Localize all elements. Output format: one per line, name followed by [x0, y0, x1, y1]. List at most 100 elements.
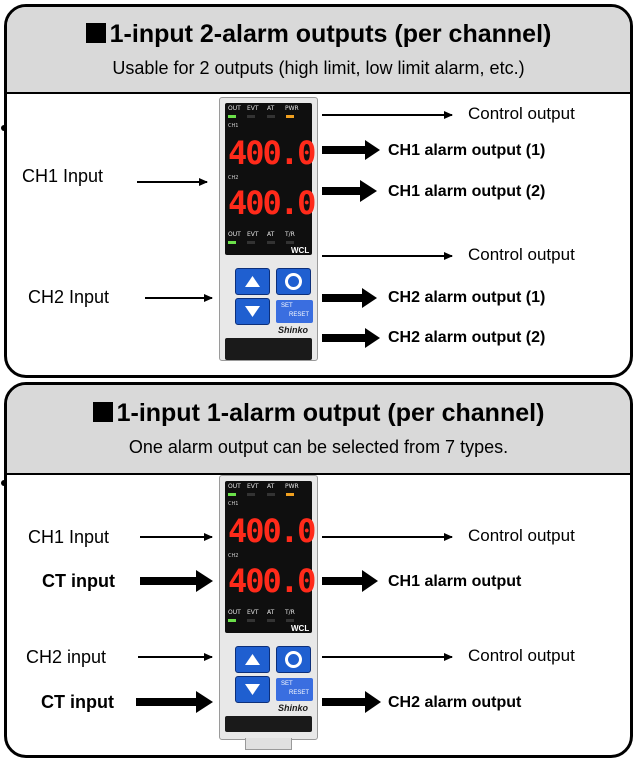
out-led-icon [228, 619, 236, 622]
marker-dot [1, 125, 7, 131]
ch1-label: CH1 [228, 501, 239, 507]
at-led-icon [267, 241, 275, 244]
indicator-label-evt: EVT [247, 231, 259, 238]
pwr-led-icon [286, 493, 294, 496]
panel-subtitle: One alarm output can be selected from 7 … [128, 437, 509, 457]
arrow-up-icon [245, 276, 260, 287]
down-button[interactable] [235, 298, 270, 325]
out-led-icon [228, 241, 236, 244]
terminal-block [225, 338, 312, 360]
tr-led-icon [286, 241, 294, 244]
indicator-label-evt: EVT [247, 609, 259, 616]
mode-button[interactable] [276, 268, 311, 295]
out-led-icon [228, 115, 236, 118]
ch1-input-label: CH1 Input [28, 527, 110, 547]
at-led-icon [267, 493, 275, 496]
down-button[interactable] [235, 676, 270, 703]
arrow-down-icon [245, 306, 260, 317]
up-button[interactable] [235, 268, 270, 295]
panel-header: 1-input 2-alarm outputs (per channel) Us… [7, 7, 630, 94]
ch2-input-label: CH2 Input [28, 287, 110, 307]
square-bullet-icon [92, 402, 113, 422]
brand-logo: Shinko [278, 325, 309, 335]
indicator-label-at: AT [267, 483, 275, 490]
ch1-alarm-2-arrow [322, 180, 377, 202]
panel-subtitle: Usable for 2 outputs (high limit, low li… [112, 58, 525, 78]
square-bullet-icon [85, 23, 106, 43]
ch2-label: CH2 [228, 175, 239, 181]
pwr-led-icon [286, 115, 294, 118]
ch1-alarm-1-arrow [322, 140, 380, 160]
ct-input-1-arrow [140, 570, 213, 592]
ch2-display-value: 400.0 [228, 562, 316, 600]
control-output-label: Control output [468, 104, 575, 123]
ct-input-2-arrow [136, 691, 213, 713]
up-button[interactable] [235, 646, 270, 673]
at-led-icon [267, 619, 275, 622]
ch1-alarm-output-label: CH1 alarm output [388, 573, 522, 590]
model-label: WCL [291, 624, 310, 633]
out-led-icon [228, 493, 236, 496]
device-display-panel: OUT EVT AT PWR CH1 400.0 CH2 400.0 OUT E… [225, 103, 316, 255]
ch1-alarm-arrow [322, 570, 378, 592]
at-led-icon [267, 115, 275, 118]
ch2-alarm-output-1-label: CH2 alarm output (1) [388, 289, 546, 306]
ct-input-label: CT input [41, 692, 114, 712]
indicator-label-out: OUT [228, 231, 241, 238]
cycle-icon [285, 273, 302, 290]
control-output-label: Control output [468, 245, 575, 264]
ch2-display-value: 400.0 [228, 184, 316, 222]
set-reset-button[interactable]: SET RESET [276, 678, 313, 701]
evt-led-icon [247, 115, 255, 118]
marker-dot [1, 480, 7, 486]
indicator-label-out: OUT [228, 105, 241, 112]
set-label: SET [281, 303, 293, 309]
brand-logo: Shinko [278, 703, 309, 713]
tr-led-icon [286, 619, 294, 622]
controller-device: OUT EVT AT PWR CH1 400.0 CH2 400.0 OUT E… [219, 97, 318, 361]
set-reset-button[interactable]: SET RESET [276, 300, 313, 323]
panel-title-text: 1-input 2-alarm outputs (per channel) [109, 20, 552, 48]
ch2-alarm-1-arrow [322, 288, 377, 308]
panel-title-text: 1-input 1-alarm output (per channel) [116, 399, 545, 427]
ch2-alarm-output-label: CH2 alarm output [388, 694, 522, 711]
indicator-label-at: AT [267, 231, 275, 238]
alarm-output-arrows [322, 140, 380, 348]
ch1-label: CH1 [228, 123, 239, 129]
device-display-panel: OUT EVT AT PWR CH1 400.0 CH2 400.0 OUT E… [225, 481, 316, 633]
ch1-input-label: CH1 Input [22, 166, 104, 186]
arrow-up-icon [245, 654, 260, 665]
arrow-down-icon [245, 684, 260, 695]
ch1-display-value: 400.0 [228, 134, 316, 172]
ch2-input-label: CH2 input [26, 647, 107, 667]
control-output-label: Control output [468, 526, 575, 545]
indicator-label-at: AT [267, 609, 275, 616]
ch2-label: CH2 [228, 553, 239, 559]
device-foot [245, 738, 292, 750]
panel-title: 1-input 1-alarm output (per channel) [7, 399, 630, 428]
ch2-alarm-arrow [322, 691, 381, 713]
ch2-alarm-2-arrow [322, 328, 380, 348]
controller-device: OUT EVT AT PWR CH1 400.0 CH2 400.0 OUT E… [219, 475, 318, 750]
ct-input-label: CT input [42, 571, 115, 591]
reset-label: RESET [289, 690, 310, 696]
indicator-label-out: OUT [228, 483, 241, 490]
control-output-label: Control output [468, 646, 575, 665]
ch1-alarm-output-1-label: CH1 alarm output (1) [388, 142, 546, 159]
model-label: WCL [291, 246, 310, 255]
indicator-label-evt: EVT [247, 483, 259, 490]
terminal-block [225, 716, 312, 732]
reset-label: RESET [289, 312, 310, 318]
indicator-label-at: AT [267, 105, 275, 112]
set-label: SET [281, 681, 293, 687]
evt-led-icon [247, 241, 255, 244]
mode-button[interactable] [276, 646, 311, 673]
panel-1-input-2-alarm: 1-input 2-alarm outputs (per channel) Us… [4, 4, 633, 378]
alarm-input-arrows [136, 570, 381, 713]
evt-led-icon [247, 619, 255, 622]
panel-title: 1-input 2-alarm outputs (per channel) [7, 20, 630, 49]
ch1-display-value: 400.0 [228, 512, 316, 550]
cycle-icon [285, 651, 302, 668]
indicator-label-tr: T/R [285, 609, 295, 616]
panel-header: 1-input 1-alarm output (per channel) One… [7, 385, 630, 475]
